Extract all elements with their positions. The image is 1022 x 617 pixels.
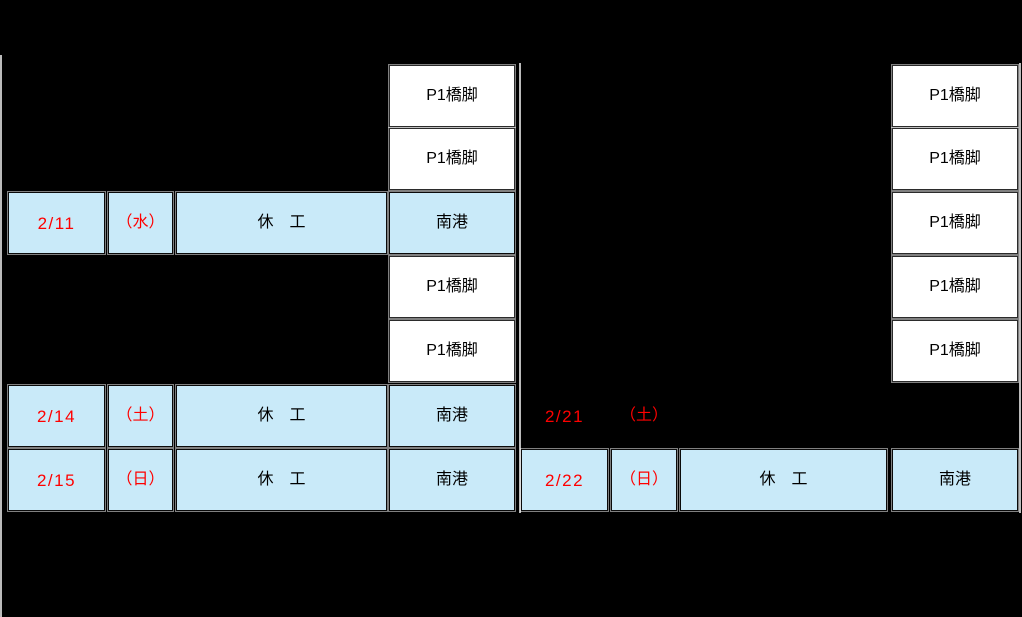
table-gridline-right <box>1019 63 1021 513</box>
pier-cell: P1橋脚 <box>389 320 515 382</box>
work-status-cell: 休 工 <box>680 449 887 511</box>
weekday-cell: （日） <box>611 449 677 511</box>
pier-cell: P1橋脚 <box>389 65 515 127</box>
pier-cell: P1橋脚 <box>892 192 1018 254</box>
pier-cell: P1橋脚 <box>389 128 515 190</box>
table-gridline-middle <box>519 63 521 513</box>
work-status-cell: 休 工 <box>176 385 387 447</box>
weekday-cell: （日） <box>108 449 173 511</box>
weekday-cell: （土） <box>108 385 173 447</box>
date-cell: 2/22 <box>521 449 608 511</box>
weekday-cell: （水） <box>108 192 173 254</box>
pier-cell: P1橋脚 <box>892 256 1018 318</box>
pier-cell: P1橋脚 <box>892 128 1018 190</box>
location-cell: 南港 <box>892 449 1018 511</box>
pier-cell: P1橋脚 <box>892 320 1018 382</box>
work-status-cell: 休 工 <box>176 449 387 511</box>
table-gridline-left <box>0 55 2 617</box>
date-cell: 2/11 <box>8 192 105 254</box>
location-cell: 南港 <box>389 449 515 511</box>
pier-cell: P1橋脚 <box>892 65 1018 127</box>
pier-cell: P1橋脚 <box>389 256 515 318</box>
location-cell: 南港 <box>389 192 515 254</box>
date-cell: 2/15 <box>8 449 105 511</box>
location-cell: 南港 <box>389 385 515 447</box>
date-cell: 2/14 <box>8 385 105 447</box>
work-status-cell: 休 工 <box>176 192 387 254</box>
date-cell: 2/21 <box>544 406 585 426</box>
weekday-cell: （土） <box>619 407 668 424</box>
